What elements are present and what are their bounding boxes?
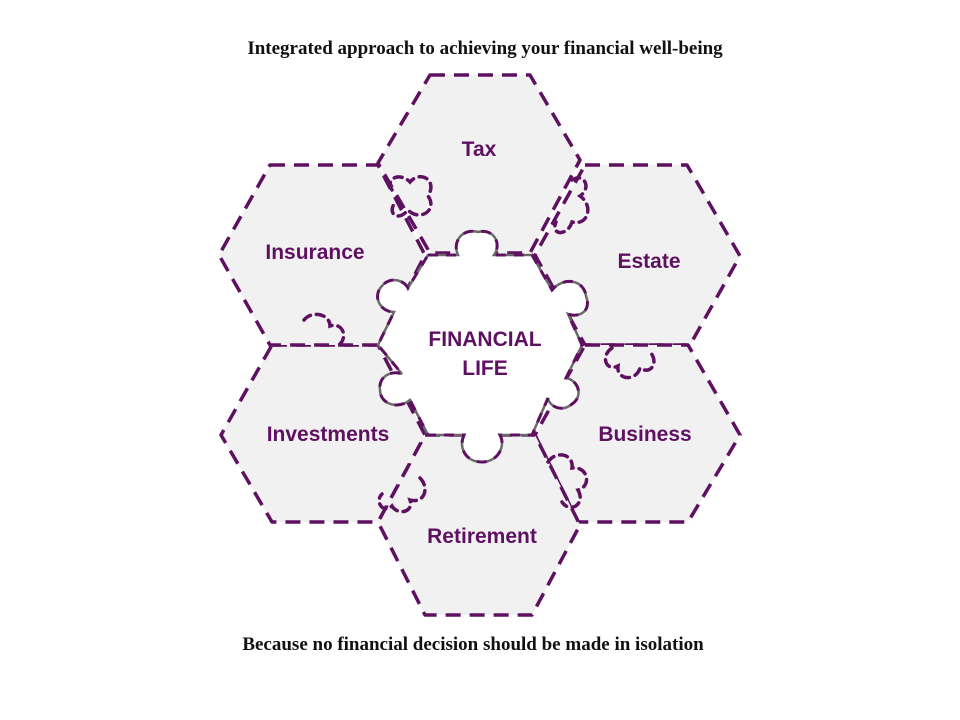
- tax-label: Tax: [462, 138, 497, 161]
- center-financial-life: FINANCIAL LIFE: [376, 229, 589, 464]
- retirement-label: Retirement: [427, 525, 537, 548]
- center-dashed-outline: [376, 229, 589, 464]
- tab-investments-insurance: [302, 312, 346, 346]
- insurance-hexagon: [217, 163, 427, 347]
- center-hexagon: [377, 231, 588, 462]
- tab-tax-estate: [553, 176, 590, 235]
- tab-retirement-investments: [377, 476, 427, 514]
- segment-insurance: Insurance: [217, 163, 427, 347]
- diagram-title: Integrated approach to achieving your fi…: [247, 38, 723, 59]
- tab-estate-business: [603, 346, 656, 380]
- business-label: Business: [598, 423, 691, 446]
- segment-retirement: Retirement: [376, 433, 582, 617]
- estate-label: Estate: [617, 250, 680, 273]
- insurance-label: Insurance: [265, 241, 364, 264]
- tab-business-retirement: [546, 453, 589, 509]
- investments-label: Investments: [267, 423, 390, 446]
- center-label-line2: LIFE: [462, 357, 508, 380]
- center-label-line1: FINANCIAL: [428, 328, 541, 351]
- retirement-hexagon: [376, 433, 582, 617]
- puzzle-tabs: [302, 175, 656, 514]
- diagram-footer: Because no financial decision should be …: [242, 634, 704, 655]
- tab-insurance-tax: [388, 175, 433, 218]
- segment-business: Business: [533, 343, 742, 524]
